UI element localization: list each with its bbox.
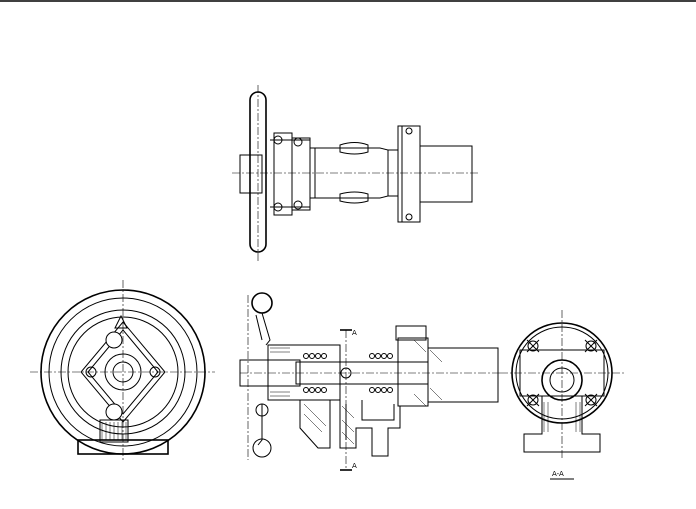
spring (303, 353, 393, 393)
section-mark-bottom: A (352, 462, 357, 470)
front-view (30, 280, 215, 460)
top-view (232, 85, 480, 262)
section-view: A A (239, 292, 500, 471)
section-aa-view: A-A (500, 310, 625, 480)
section-view-label: A-A (552, 470, 564, 478)
section-mark-top: A (352, 329, 357, 337)
